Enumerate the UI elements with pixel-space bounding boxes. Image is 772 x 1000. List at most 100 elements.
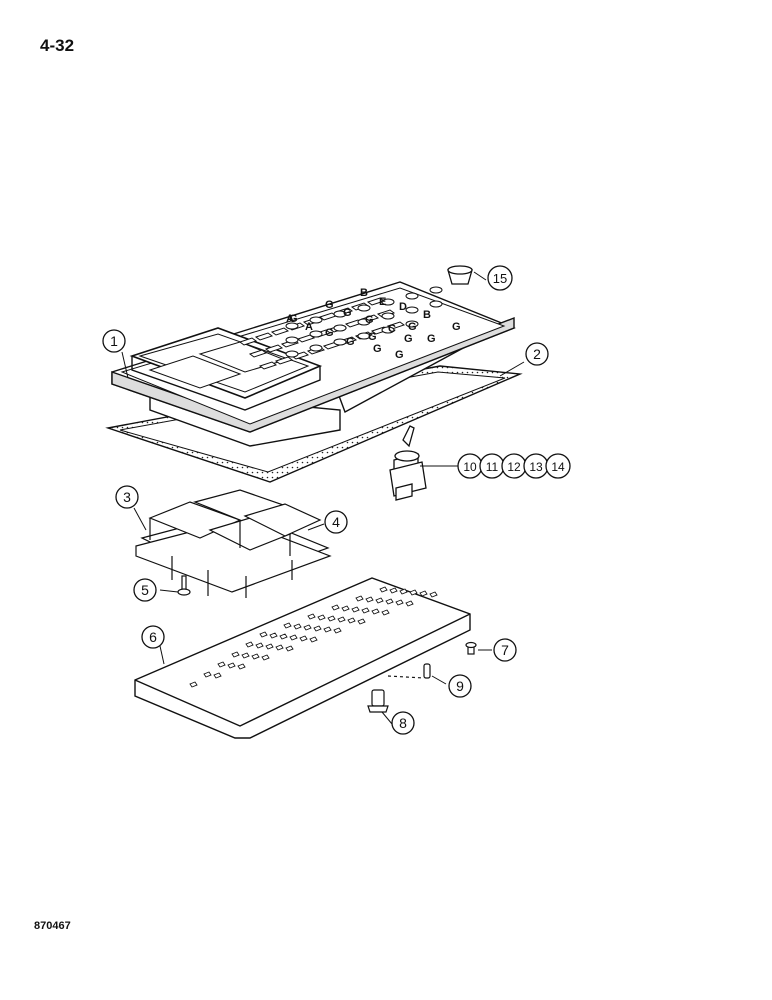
printed-circuit-board: [134, 577, 471, 739]
board-fasteners: [367, 641, 477, 713]
board-hole: [217, 661, 226, 668]
board-hole: [327, 615, 336, 622]
board-hole: [347, 617, 356, 624]
callout-2: 2: [525, 342, 549, 366]
button-socket: [357, 332, 371, 340]
button-socket: [405, 306, 419, 314]
board-hole: [355, 595, 364, 602]
key-cap: [264, 344, 284, 353]
callout-15: 15: [487, 265, 513, 291]
board-hole: [245, 641, 254, 648]
board-holes: [189, 586, 438, 688]
board-hole: [261, 654, 270, 661]
callout-group: 1 2 3 4 5 6 7 8: [102, 265, 571, 735]
callout-10: 10: [463, 460, 477, 474]
panel-letter-marks: B E D B G G G G A A G G C G G G G G G G: [286, 287, 461, 361]
svg-text:15: 15: [493, 271, 507, 286]
key-cap: [248, 349, 268, 358]
board-hole: [429, 591, 438, 598]
board-hole: [285, 645, 294, 652]
board-hole: [307, 613, 316, 620]
button-socket: [357, 318, 371, 326]
board-hole: [303, 624, 312, 631]
callout-6: 6: [141, 625, 165, 649]
button-socket: [381, 312, 395, 320]
board-hole: [227, 662, 236, 669]
panel-letter: G: [343, 307, 352, 319]
button-socket: [405, 292, 419, 300]
callout-3: 3: [115, 485, 139, 509]
svg-text:6: 6: [149, 629, 157, 645]
toggle-switch: [389, 425, 427, 501]
panel-letter: C: [388, 323, 396, 335]
button-socket: [357, 304, 371, 312]
key-cap: [238, 337, 258, 346]
board-hole: [289, 634, 298, 641]
board-hole: [395, 599, 404, 606]
board-hole: [203, 671, 212, 678]
panel-letter: B: [423, 309, 431, 321]
board-hole: [269, 632, 278, 639]
callout-11: 11: [486, 460, 499, 474]
board-hole: [231, 651, 240, 658]
board-hole: [361, 607, 370, 614]
panel-letter: A: [286, 313, 294, 325]
key-cap: [270, 327, 290, 336]
board-hole: [237, 663, 246, 670]
board-hole: [279, 633, 288, 640]
board-hole: [337, 616, 346, 623]
button-socket: [381, 298, 395, 306]
callout-switch-group: 10 11 12 13 14: [457, 453, 571, 479]
key-cap-rows: [238, 286, 443, 370]
svg-text:9: 9: [456, 678, 464, 694]
button-socket: [309, 316, 323, 324]
key-cap: [258, 361, 278, 370]
button-socket: [333, 338, 347, 346]
board-hole: [313, 625, 322, 632]
board-hole: [317, 614, 326, 621]
panel-letter: G: [325, 327, 334, 339]
button-socket: [333, 324, 347, 332]
board-hole: [323, 626, 332, 633]
leader-lines: [121, 271, 525, 725]
board-hole: [389, 587, 398, 594]
board-hole: [275, 644, 284, 651]
board-hole: [351, 606, 360, 613]
callout-12: 12: [507, 460, 521, 474]
board-hole: [259, 631, 268, 638]
board-hole: [331, 604, 340, 611]
board-hole: [381, 609, 390, 616]
svg-text:7: 7: [501, 642, 509, 658]
button-socket: [429, 300, 443, 308]
control-panel-housing: [111, 281, 516, 447]
svg-text:1: 1: [110, 333, 118, 349]
panel-letter: G: [325, 299, 334, 311]
callout-4: 4: [324, 510, 348, 534]
callout-1: 1: [102, 329, 126, 353]
board-hole: [385, 598, 394, 605]
cap-plug: [447, 265, 473, 285]
board-hole: [333, 627, 342, 634]
svg-text:2: 2: [533, 346, 541, 362]
board-hole: [189, 681, 198, 688]
board-hole: [399, 588, 408, 595]
board-hole: [309, 636, 318, 643]
button-socket: [405, 320, 419, 328]
board-hole: [241, 652, 250, 659]
key-cap: [290, 351, 310, 360]
panel-letter: A: [305, 321, 313, 333]
panel-letter: G: [395, 349, 404, 361]
panel-letter: G: [452, 321, 461, 333]
callout-14: 14: [551, 460, 565, 474]
svg-text:5: 5: [141, 582, 149, 598]
button-socket: [309, 330, 323, 338]
panel-letter: D: [399, 301, 407, 313]
callout-13: 13: [529, 460, 543, 474]
circuit-board-assembly: [135, 489, 332, 598]
panel-letter: G: [408, 321, 417, 333]
board-hole: [405, 600, 414, 607]
callout-9: 9: [448, 674, 472, 698]
button-socket: [333, 310, 347, 318]
drawing-number: 870467: [34, 920, 71, 932]
panel-letter: B: [360, 287, 368, 299]
